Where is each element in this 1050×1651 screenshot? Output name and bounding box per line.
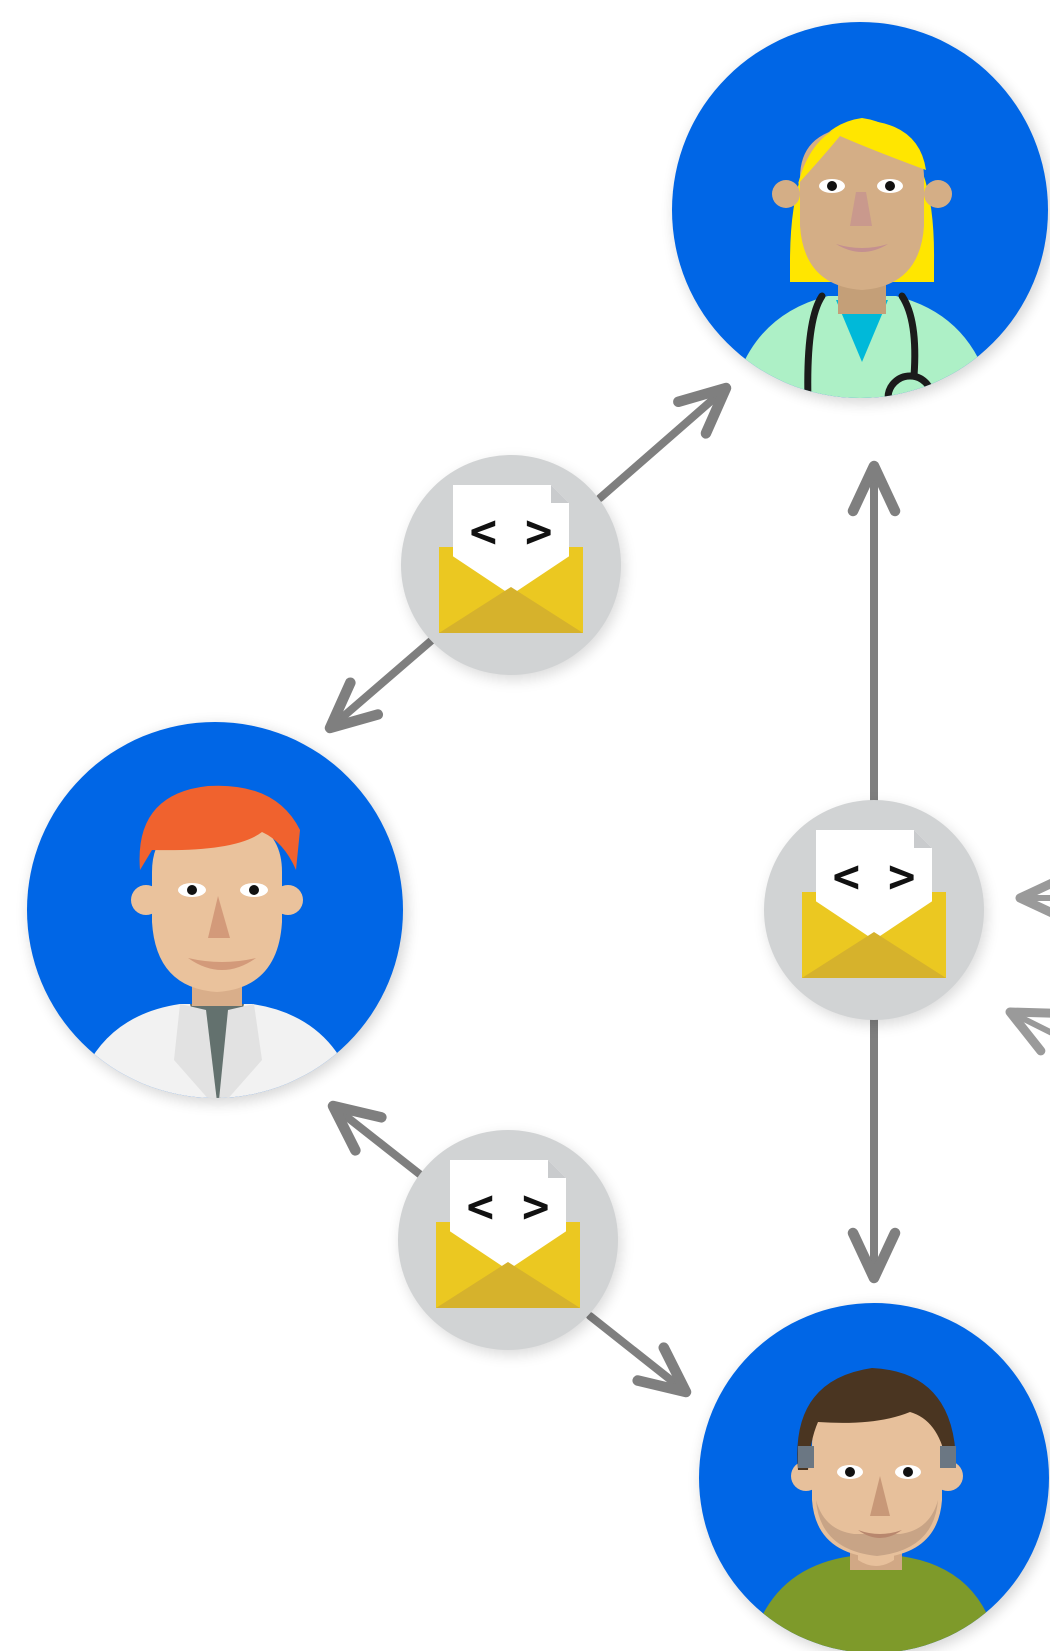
arrow-msg3-to-doctor-male (327, 1100, 426, 1180)
arrow-msg1-to-doctor-male (324, 636, 436, 734)
message-envelope-icon (401, 455, 624, 680)
message-envelope-icon (398, 1130, 621, 1355)
arrow-msg1-to-doctor-female (596, 382, 732, 502)
arrow-incoming-lower (1005, 1007, 1050, 1056)
message-envelope-icon (764, 800, 987, 1025)
arrow-msg3-to-patient (586, 1312, 692, 1398)
doctor-female-avatar (672, 22, 1050, 403)
patient-avatar (699, 1303, 1050, 1651)
doctor-male-avatar (27, 722, 407, 1103)
